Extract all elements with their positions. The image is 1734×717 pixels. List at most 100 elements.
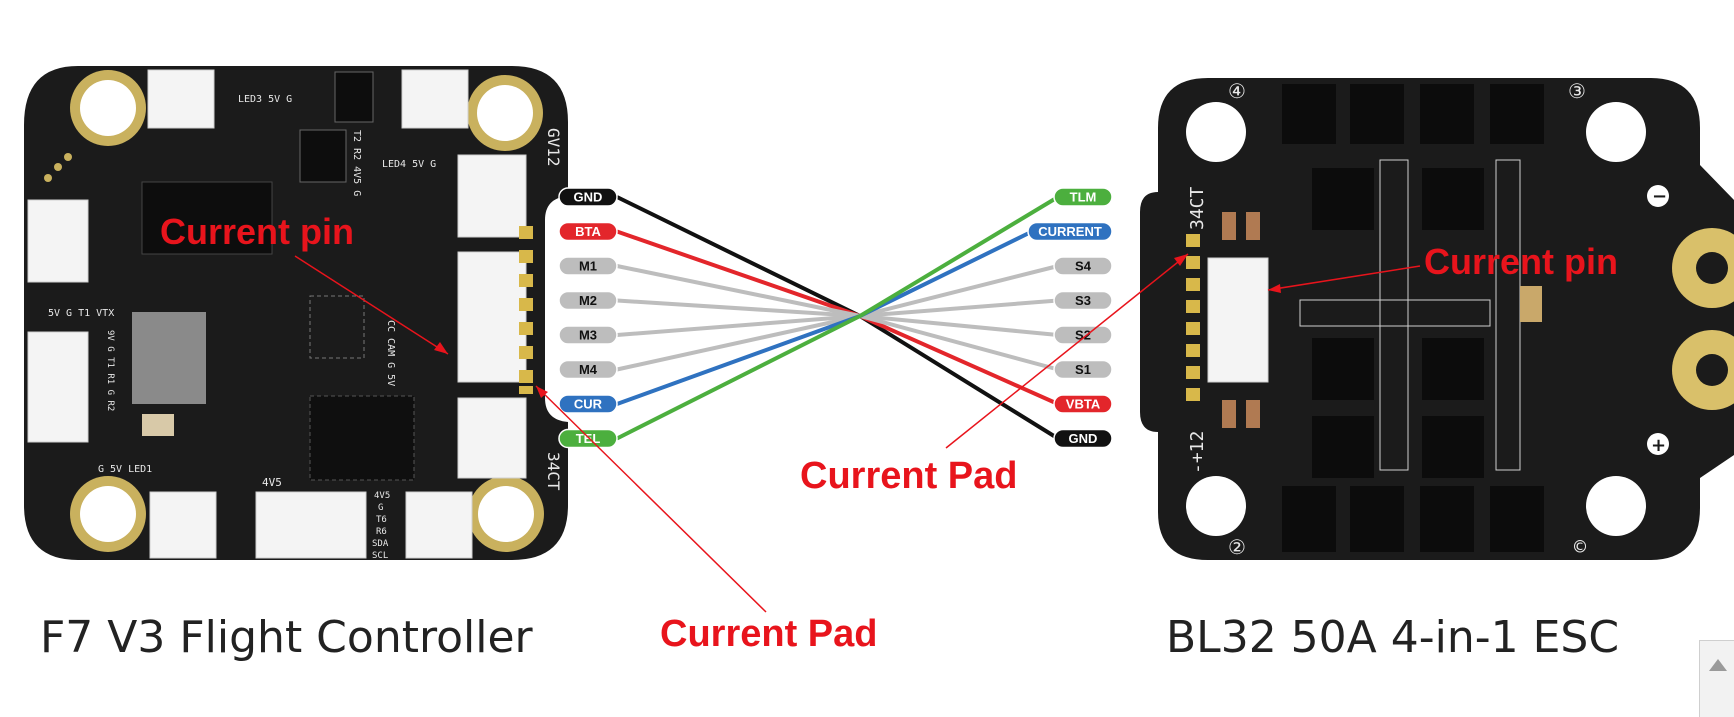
svg-text:GND: GND bbox=[1069, 431, 1098, 446]
svg-text:G: G bbox=[378, 503, 383, 513]
svg-text:M2: M2 bbox=[579, 293, 597, 308]
fc-current-pin-label: Current pin bbox=[160, 211, 354, 252]
fc-mount-hole bbox=[70, 476, 146, 552]
svg-text:S1: S1 bbox=[1075, 362, 1091, 377]
esc-connector bbox=[1207, 257, 1269, 383]
svg-text:−: − bbox=[1652, 186, 1667, 207]
silk-gv12: GV12 bbox=[544, 128, 563, 167]
svg-text:M3: M3 bbox=[579, 328, 597, 343]
esc-silk-hole-3: ③ bbox=[1568, 79, 1586, 103]
esc-silk-hole-2: ② bbox=[1228, 535, 1246, 559]
svg-text:GND: GND bbox=[574, 190, 603, 205]
silk-vtx: 5V G T1 VTX bbox=[48, 308, 114, 319]
wire-harness bbox=[616, 195, 1060, 441]
fc-chip-outline bbox=[309, 295, 365, 359]
up-arrow-icon bbox=[1709, 659, 1727, 671]
right-pin-s1: S1 bbox=[1053, 359, 1113, 380]
esc-current-pin-label: Current pin bbox=[1424, 241, 1618, 282]
right-pin-gnd: GND bbox=[1053, 428, 1113, 449]
silk-4v5: 4V5 bbox=[262, 476, 282, 489]
right-pin-s2: S2 bbox=[1053, 325, 1113, 345]
svg-text:4V5: 4V5 bbox=[374, 491, 390, 501]
silk-led4: LED4 5V G bbox=[382, 159, 436, 170]
fc-mcu bbox=[132, 312, 206, 404]
silk-cam: CC CAM G 5V bbox=[385, 320, 396, 386]
scroll-to-top-button[interactable] bbox=[1699, 640, 1734, 717]
wire-tel-to-tlm bbox=[616, 195, 1060, 441]
fc-mount-hole bbox=[468, 476, 544, 552]
fc-vias bbox=[44, 153, 72, 182]
svg-text:BTA: BTA bbox=[575, 224, 601, 239]
left-pin-tel: TEL bbox=[558, 428, 618, 449]
silk-34ct: 34CT bbox=[544, 452, 563, 491]
esc-inductor bbox=[1520, 286, 1542, 322]
annotation-fc-current-pad: Current Pad bbox=[535, 385, 877, 655]
esc-current-pad-label: Current Pad bbox=[800, 455, 1017, 497]
svg-text:CURRENT: CURRENT bbox=[1038, 224, 1102, 239]
right-pin-s4: S4 bbox=[1053, 256, 1113, 276]
svg-text:R6: R6 bbox=[376, 527, 387, 537]
fc-current-pad-label: Current Pad bbox=[660, 613, 877, 655]
right-pin-vbta: VBTA bbox=[1053, 394, 1113, 414]
fc-capacitor bbox=[142, 414, 174, 436]
esc-mount-hole bbox=[1186, 476, 1246, 536]
svg-text:M1: M1 bbox=[579, 259, 597, 274]
left-pin-m1: M1 bbox=[558, 256, 618, 276]
svg-text:S4: S4 bbox=[1075, 259, 1092, 274]
esc-minus-icon: − bbox=[1647, 185, 1669, 207]
esc-power-pad-negative bbox=[1672, 228, 1734, 308]
esc-mount-hole bbox=[1586, 102, 1646, 162]
svg-text:T6: T6 bbox=[376, 515, 387, 525]
fc-regulator bbox=[299, 129, 347, 183]
fc-chip bbox=[141, 181, 273, 255]
silk-uart: 9V G T1 R1 G R2 bbox=[105, 330, 115, 411]
fc-mount-hole bbox=[70, 70, 146, 146]
svg-text:+: + bbox=[1651, 435, 1666, 456]
left-pin-m3: M3 bbox=[558, 325, 618, 345]
svg-text:CUR: CUR bbox=[574, 397, 603, 412]
annotation-esc-current-pad: Current Pad bbox=[800, 253, 1189, 497]
svg-text:SCL: SCL bbox=[372, 551, 388, 561]
esc-mount-hole bbox=[1186, 102, 1246, 162]
svg-text:VBTA: VBTA bbox=[1066, 397, 1101, 412]
svg-text:SDA: SDA bbox=[372, 539, 389, 549]
left-pin-gnd: GND bbox=[558, 187, 618, 207]
esc-mount-hole bbox=[1586, 476, 1646, 536]
esc-silk-hole-4: ④ bbox=[1228, 79, 1246, 103]
esc-capacitors bbox=[1222, 212, 1260, 428]
esc-mosfets bbox=[1282, 84, 1544, 552]
annotation-esc-current-pin: Current pin bbox=[1267, 241, 1618, 293]
svg-text:TEL: TEL bbox=[576, 431, 601, 446]
silk-baro: 4V5 G T6 R6 SDA SCL bbox=[372, 491, 390, 561]
annotation-fc-current-pin: Current pin bbox=[160, 211, 449, 355]
esc-silk-hole-1: © bbox=[1574, 535, 1587, 559]
esc-plus-icon: + bbox=[1647, 433, 1669, 456]
right-pin-tlm: TLM bbox=[1053, 187, 1113, 207]
esc-caption: BL32 50A 4-in-1 ESC bbox=[1166, 612, 1620, 663]
esc-edge-pads bbox=[1186, 234, 1200, 401]
fc-chip bbox=[309, 395, 415, 481]
left-pin-m4: M4 bbox=[558, 359, 618, 380]
fc-caption: F7 V3 Flight Controller bbox=[40, 612, 533, 663]
left-pin-m2: M2 bbox=[558, 290, 618, 311]
flight-controller-board: LED3 5V G LED4 5V G GV12 34CT T2 R2 4V5 … bbox=[24, 66, 568, 561]
silk-t2r2: T2 R2 4V5 G bbox=[351, 130, 362, 196]
left-pin-cur: CUR bbox=[558, 394, 618, 414]
fc-mount-hole bbox=[467, 75, 543, 151]
svg-text:S2: S2 bbox=[1075, 328, 1091, 343]
esc-silk-34ct: 34CT bbox=[1187, 186, 1208, 230]
svg-text:S3: S3 bbox=[1075, 293, 1091, 308]
esc-board: 34CT -+12 ④ ③ ② © − + bbox=[1140, 78, 1734, 560]
silk-led3: LED3 5V G bbox=[238, 94, 292, 105]
esc-power-pad-positive bbox=[1672, 330, 1734, 410]
fc-connectors bbox=[27, 69, 527, 559]
svg-text:TLM: TLM bbox=[1070, 190, 1097, 205]
right-pin-current: CURRENT bbox=[1027, 221, 1113, 242]
svg-text:M4: M4 bbox=[579, 362, 598, 377]
left-pin-bta: BTA bbox=[558, 221, 618, 242]
fc-edge-pads bbox=[519, 226, 533, 394]
fc-regulator bbox=[334, 71, 374, 123]
